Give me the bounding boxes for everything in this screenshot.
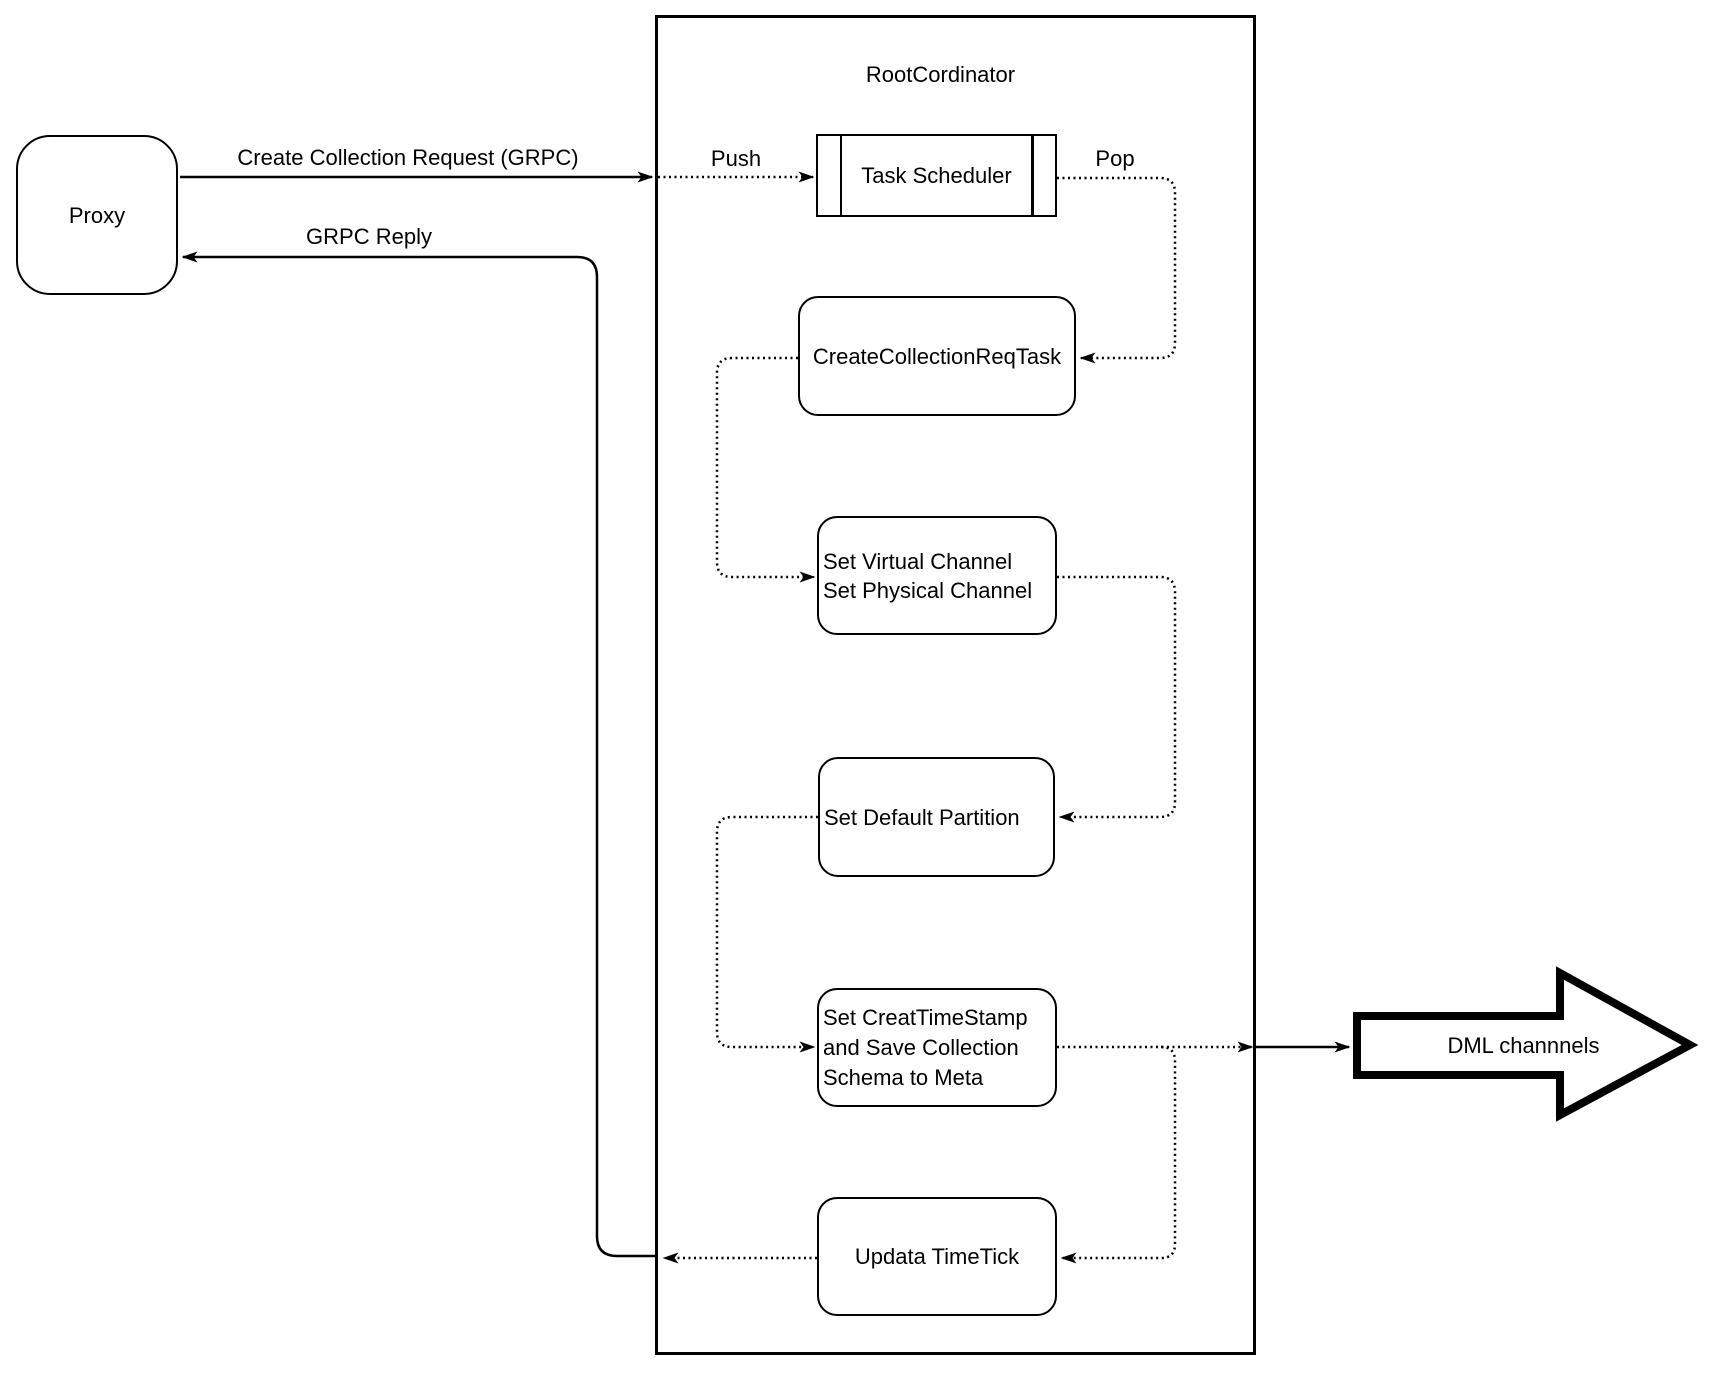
set-virtual-channel-node: Set Virtual Channel Set Physical Channel	[817, 516, 1057, 635]
create-collection-req-task-label: CreateCollectionReqTask	[812, 343, 1062, 369]
grpc-reply-label: GRPC Reply	[306, 224, 432, 249]
updata-timetick-node: Updata TimeTick	[817, 1197, 1057, 1316]
set-virtual-channel-label: Set Virtual Channel Set Physical Channel	[823, 548, 1033, 603]
rootcoordinator-container	[655, 15, 1256, 1355]
setvirtual-to-setdefault-connector	[1057, 575, 1177, 823]
task-scheduler-right-bar	[1031, 136, 1034, 215]
dml-channels-label: DML channnels	[1447, 1033, 1600, 1058]
create-collection-request-label: Create Collection Request (GRPC)	[237, 145, 579, 170]
task-scheduler-label: Task Scheduler	[861, 163, 1012, 188]
createtask-to-setvirtual-connector	[715, 356, 816, 583]
setdefault-to-settimestamp-connector	[715, 815, 818, 1053]
set-default-partition-label: Set Default Partition	[824, 804, 1020, 830]
set-creat-timestamp-node: Set CreatTimeStamp and Save Collection S…	[817, 988, 1057, 1107]
create-collection-req-task-node: CreateCollectionReqTask	[798, 296, 1076, 416]
push-label: Push	[710, 146, 762, 171]
task-scheduler-node: Task Scheduler	[816, 134, 1057, 217]
dml-channels-arrow	[1353, 966, 1699, 1122]
proxy-node: Proxy	[16, 135, 178, 295]
set-default-partition-node: Set Default Partition	[818, 757, 1055, 877]
set-creat-timestamp-label: Set CreatTimeStamp and Save Collection S…	[823, 1004, 1028, 1090]
grpc-reply-line	[181, 251, 655, 1258]
rootcoordinator-title: RootCordinator	[865, 62, 1016, 87]
updata-timetick-label: Updata TimeTick	[854, 1244, 1020, 1269]
pop-label: Pop	[1095, 146, 1135, 171]
proxy-label: Proxy	[68, 202, 126, 228]
task-scheduler-left-bar	[839, 136, 842, 215]
